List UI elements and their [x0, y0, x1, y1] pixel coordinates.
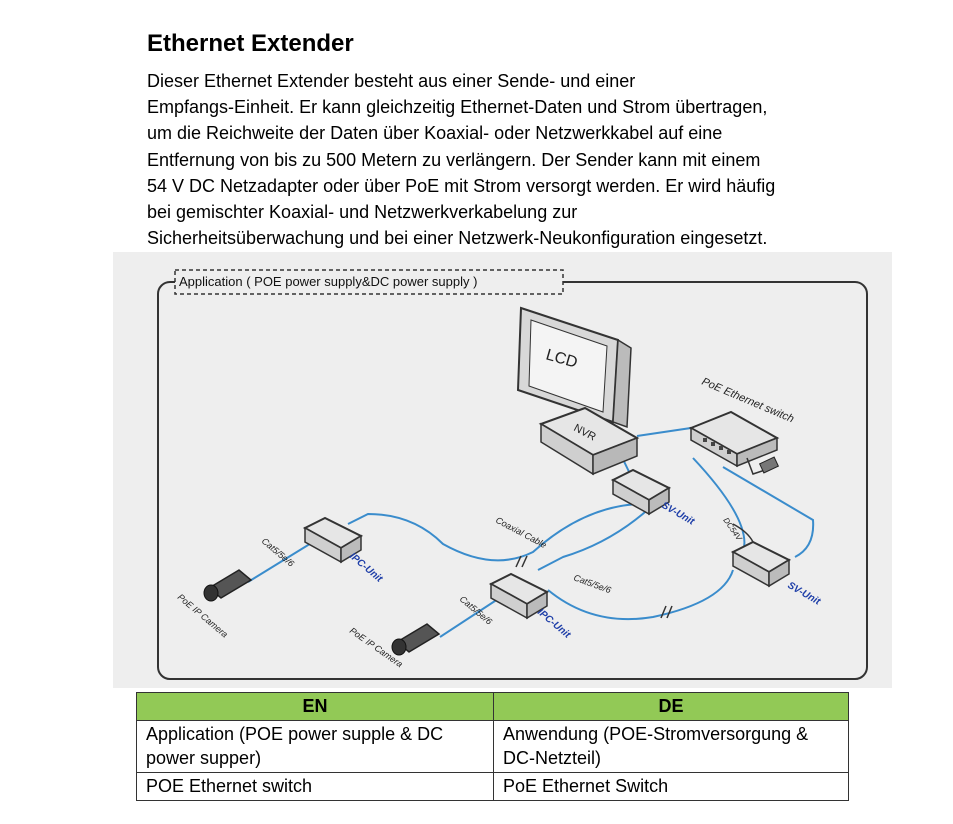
cat-label-right: Cat5/5e/6 [572, 572, 612, 595]
frame-label-box [174, 269, 564, 295]
coax-cable-mid [537, 504, 654, 571]
cable-switch-sv-right [692, 457, 746, 553]
frame-label: Application ( POE power supply&DC power … [179, 274, 477, 289]
cable-switch-down [722, 466, 815, 558]
table-row: POE Ethernet switch PoE Ethernet Switch [136, 772, 849, 801]
ipc-unit-mid-label: IPC-Unit [535, 607, 573, 641]
diagram-frame [157, 281, 868, 680]
table-cell: POE Ethernet switch [136, 772, 494, 801]
ip-camera-mid [391, 623, 441, 656]
paragraph-line: 54 V DC Netzadapter oder über PoE mit St… [147, 175, 776, 196]
ip-camera-left [203, 569, 253, 602]
application-diagram: Application ( POE power supply&DC power … [113, 252, 892, 688]
cable-mid-camera [439, 598, 499, 638]
dc-cable [732, 523, 754, 543]
paragraph-line: Dieser Ethernet Extender besteht aus ein… [147, 71, 636, 91]
table-header-row: EN DE [136, 692, 849, 721]
paragraph-line: um die Reichweite der Daten über Koaxial… [147, 123, 723, 144]
table-row: Application (POE power supple & DC power… [136, 720, 849, 773]
camera-left-label: PoE IP Camera [176, 592, 230, 640]
cable-left-camera [247, 541, 314, 583]
table-cell: PoE Ethernet Switch [493, 772, 849, 801]
ipc-unit-left-label: IPC-Unit [347, 551, 385, 585]
table-cell: Anwendung (POE-Stromversorgung & DC-Netz… [493, 720, 849, 773]
coax-cable-left [347, 503, 639, 562]
paragraph-line: Sicherheitsüberwachung und bei einer Net… [147, 228, 768, 249]
coaxial-cable-label: Coaxial Cable [494, 515, 548, 550]
paragraph-line: Entfernung von bis zu 500 Metern zu verl… [147, 149, 761, 170]
translation-table: EN DE Application (POE power supple & DC… [136, 692, 849, 801]
column-header-de: DE [493, 692, 849, 721]
table-cell: Application (POE power supple & DC power… [136, 720, 494, 773]
page-title: Ethernet Extender [147, 30, 354, 57]
description-paragraph: Dieser Ethernet Extender besteht aus ein… [147, 68, 867, 251]
paragraph-line: Empfangs-Einheit. Er kann gleichzeitig E… [147, 97, 768, 118]
sv-unit-left-label: SV-Unit [660, 500, 697, 528]
paragraph-line: bei gemischter Koaxial- und Netzwerkverk… [147, 202, 578, 223]
sv-unit-right-label: SV-Unit [786, 580, 823, 608]
cat-cable-right [547, 569, 734, 621]
column-header-en: EN [136, 692, 494, 721]
